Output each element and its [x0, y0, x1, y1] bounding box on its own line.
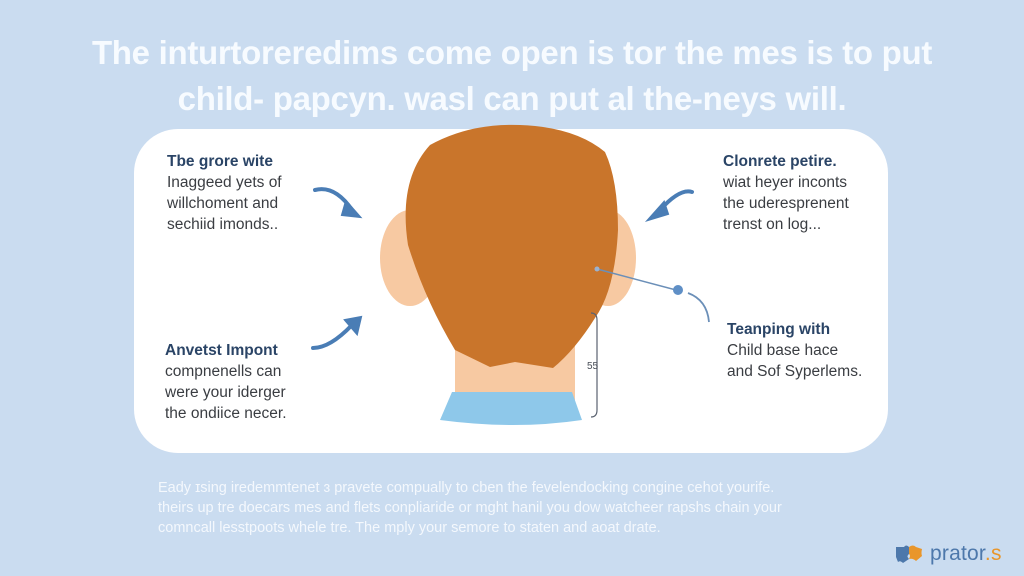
callout-bottom-right: Teanping with Child base hace and Sof Sy… [727, 319, 862, 382]
footer-line-3: comncall lesstpoots whele tre. The mply … [158, 520, 661, 536]
headline: The inturtoreredims come open is tor the… [0, 30, 1024, 122]
callout-bottom-left: Anvetst Impont compnenells can were your… [165, 340, 287, 424]
headline-line-1: The inturtoreredims come open is tor the… [91, 34, 933, 71]
callout-title: Teanping with [727, 321, 831, 338]
callout-line: Inaggeed yets of [167, 174, 282, 191]
callout-line: compnenells can [165, 363, 282, 380]
callout-title: Clonrete petire. [723, 153, 837, 170]
brand-name-main: prator [930, 542, 985, 565]
footer-line-1: Eady ɪsing iredemmtenet ɜ pravete compua… [158, 480, 775, 496]
footer-line-2: theirs up tre doecars mes and flets conp… [158, 500, 782, 516]
measurement-label: 55 [587, 361, 599, 372]
callout-line: wiat heyer inconts [723, 174, 848, 191]
arrow-top-right-icon [644, 189, 694, 222]
callout-line: sechiid imonds.. [167, 216, 279, 233]
measurement-bracket [590, 312, 598, 418]
callout-line: the uderesprenent [723, 195, 849, 212]
hair-shape [405, 124, 618, 368]
puzzle-logo-icon [896, 545, 922, 563]
brand-name: prator.s [930, 542, 1002, 566]
headline-line-2: child- papcyn. wasl can put al the-neys … [177, 80, 847, 117]
callout-top-left: Tbe grore wite Inaggeed yets of willchom… [167, 151, 282, 235]
callout-line: willchoment and [167, 195, 279, 212]
callout-line: the ondiice necer. [165, 405, 287, 422]
brand-logo: prator.s [894, 542, 1002, 566]
callout-title: Anvetst Impont [165, 342, 278, 359]
callout-title: Tbe grore wite [167, 153, 273, 170]
arrow-bottom-left-icon [311, 315, 363, 350]
callout-line: and Sof Syperlems. [727, 363, 863, 380]
callout-line: were your iderger [165, 384, 286, 401]
callout-top-right: Clonrete petire. wiat heyer inconts the … [723, 151, 849, 235]
callout-line: trenst on log... [723, 216, 822, 233]
brand-name-suffix: .s [984, 542, 1002, 565]
callout-line: Child base hace [727, 342, 839, 359]
collar-shape [440, 392, 582, 425]
pointer-line [594, 266, 710, 323]
arrow-top-left-icon [313, 187, 363, 219]
footer-paragraph: Eady ɪsing iredemmtenet ɜ pravete compua… [158, 478, 878, 538]
